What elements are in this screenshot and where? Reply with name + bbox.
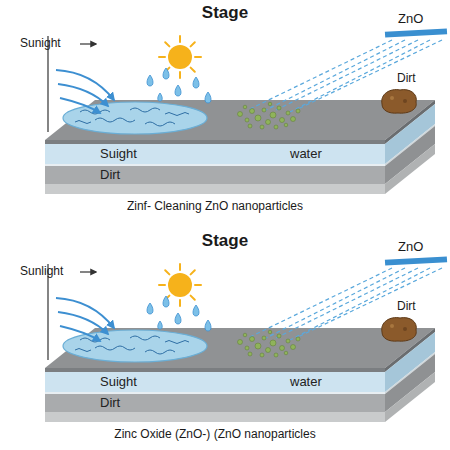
- stage-panel: [45, 28, 447, 194]
- light-arrows: [56, 70, 114, 113]
- layer-label: Suight: [100, 372, 137, 392]
- stage-panel: [45, 256, 447, 422]
- nanoparticles: [238, 102, 301, 129]
- dirt-label: Dirt: [397, 300, 416, 314]
- panel-caption: Zinf- Cleaning ZnO nanoparticles: [127, 200, 303, 214]
- stage-title: Stage: [202, 3, 248, 23]
- axis-line: [47, 36, 48, 132]
- zno-bar: [385, 28, 447, 37]
- dirt-label: Dirt: [397, 72, 416, 86]
- water-ripples: [75, 108, 189, 126]
- base-layer: [45, 184, 385, 194]
- layer-band: Suight water: [45, 144, 385, 164]
- water-droplets: [147, 68, 211, 103]
- layer-label: water: [290, 144, 322, 164]
- dirt-speck: [390, 96, 394, 100]
- layer-band: Suight water: [45, 372, 385, 392]
- layer-label: Dirt: [100, 166, 120, 184]
- surface-top: [45, 100, 435, 140]
- layer-label: water: [290, 372, 322, 392]
- sunlight-label: Sunlight: [20, 265, 63, 279]
- dirt-speck: [403, 99, 407, 103]
- layer-band: Dirt: [45, 166, 385, 184]
- sunlight-label: Sunight: [20, 37, 61, 51]
- pointer-arrow: [80, 43, 96, 44]
- zno-label: ZnO: [398, 12, 423, 27]
- dirt-clump: [382, 90, 417, 114]
- layer-band: Dirt: [45, 394, 385, 412]
- zno-label: ZnO: [398, 240, 423, 255]
- side-face: [385, 144, 435, 194]
- layer-label: Suight: [100, 144, 137, 164]
- layer-label: Dirt: [100, 394, 120, 412]
- panel-caption: Zinc Oxide (ZnO-) (ZnO nanoparticles: [114, 428, 315, 442]
- stage-title: Stage: [202, 231, 248, 251]
- sun: [159, 36, 201, 78]
- water-puddle: [63, 102, 207, 134]
